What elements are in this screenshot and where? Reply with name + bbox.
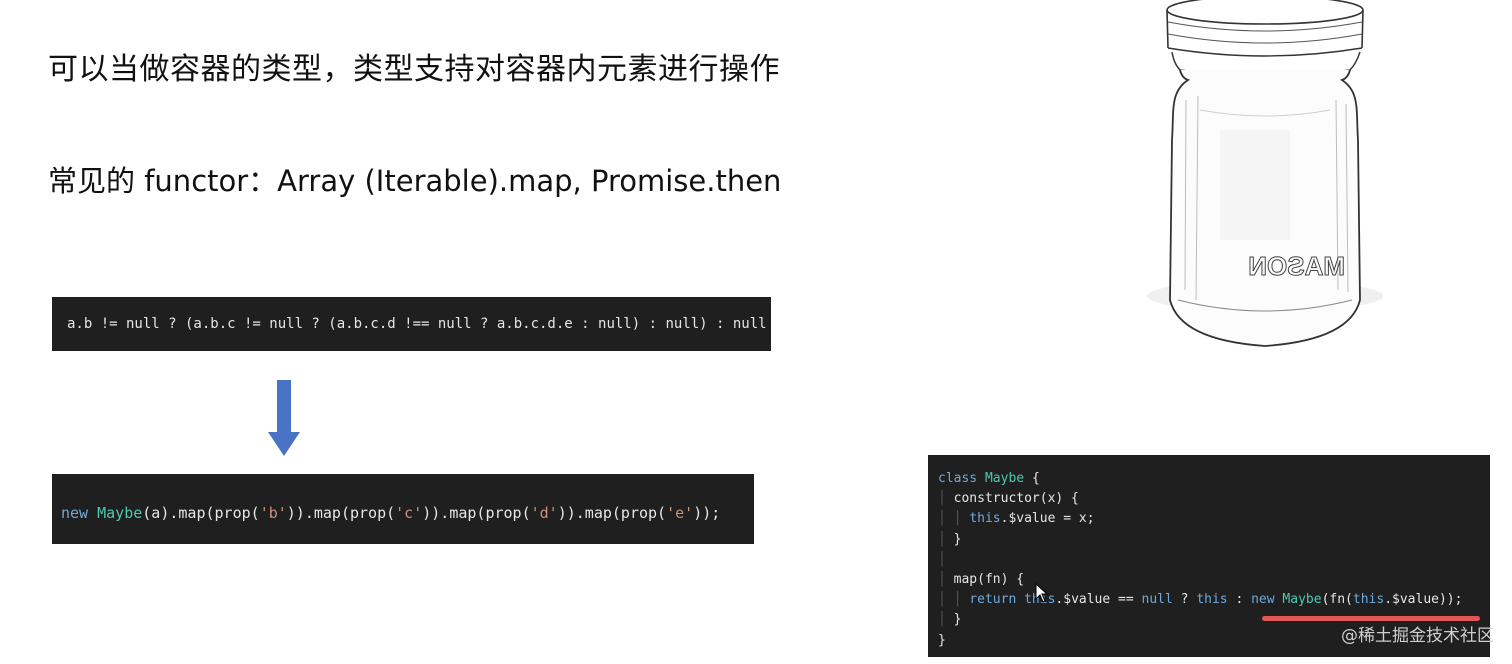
code-token: new	[61, 504, 89, 522]
code-token: )).map(prop(	[286, 504, 396, 522]
maybe-chain-code: new Maybe(a).map(prop('b')).map(prop('c'…	[52, 474, 754, 544]
code-token: 'b'	[259, 504, 287, 522]
code-token: 'c'	[395, 504, 423, 522]
mouse-cursor-icon	[1035, 583, 1049, 603]
code-token: }	[953, 531, 962, 547]
code-token: Maybe	[97, 504, 143, 522]
code-token: Maybe	[1274, 592, 1322, 608]
code-token: .$value ==	[1055, 592, 1142, 608]
code-token: ?	[1172, 592, 1197, 608]
code-line: │ map(fn) {	[938, 572, 1025, 588]
code-token: }	[953, 612, 962, 628]
code-token: ));	[693, 504, 721, 522]
jar-embossed-label: MASON	[1248, 251, 1345, 281]
code-token: )).map(prop(	[422, 504, 531, 522]
code-line: │	[938, 551, 946, 567]
code-line: }	[938, 631, 1490, 651]
code-token: .$value));	[1384, 592, 1463, 608]
code-token: class	[938, 471, 978, 486]
code-token: {	[1031, 471, 1040, 486]
highlight-underline	[1262, 616, 1480, 621]
code-token: :	[1227, 592, 1252, 608]
watermark: @稀土掘金技术社区	[1341, 626, 1494, 646]
down-arrow-icon	[268, 380, 300, 456]
code-token: this	[1352, 592, 1385, 608]
code-line: │ │ return this.$value == null ? this : …	[938, 592, 1463, 608]
code-line: │ }	[938, 531, 962, 547]
code-token: .$value = x;	[1000, 511, 1095, 527]
code-token: Maybe	[984, 471, 1025, 486]
code-token: new	[1251, 592, 1275, 608]
code-token: this	[1196, 592, 1228, 608]
code-token: (fn(	[1321, 592, 1353, 608]
code-token: map(fn) {	[953, 572, 1025, 588]
code-token: (a).map(prop(	[142, 504, 260, 522]
code-token: )).map(prop(	[557, 504, 667, 522]
code-line: │ }	[938, 612, 962, 628]
code-line: │ constructor(x) {	[938, 491, 1079, 507]
slide-title: 可以当做容器的类型，类型支持对容器内元素进行操作	[48, 52, 780, 87]
code-token: constructor(x) {	[953, 491, 1079, 507]
code-token: }	[938, 632, 946, 648]
code-token: null	[1141, 592, 1173, 608]
code-line: class Maybe {	[938, 469, 1490, 489]
code-token: 'e'	[666, 504, 694, 522]
code-token: this	[969, 511, 1001, 527]
code-line: │ │ this.$value = x;	[938, 511, 1095, 527]
code-token: 'd'	[530, 504, 558, 522]
slide-subtitle: 常见的 functor：Array (Iterable).map, Promis…	[48, 164, 782, 198]
code-token: this	[1024, 592, 1056, 608]
code-token: return	[969, 592, 1025, 608]
mason-jar-illustration: MASON	[1147, 0, 1383, 347]
maybe-class-code: class Maybe { │ constructor(x) { │ │ this.…	[928, 455, 1490, 657]
nullable-chain-code: a.b != null ? (a.b.c != null ? (a.b.c.d …	[52, 297, 771, 351]
